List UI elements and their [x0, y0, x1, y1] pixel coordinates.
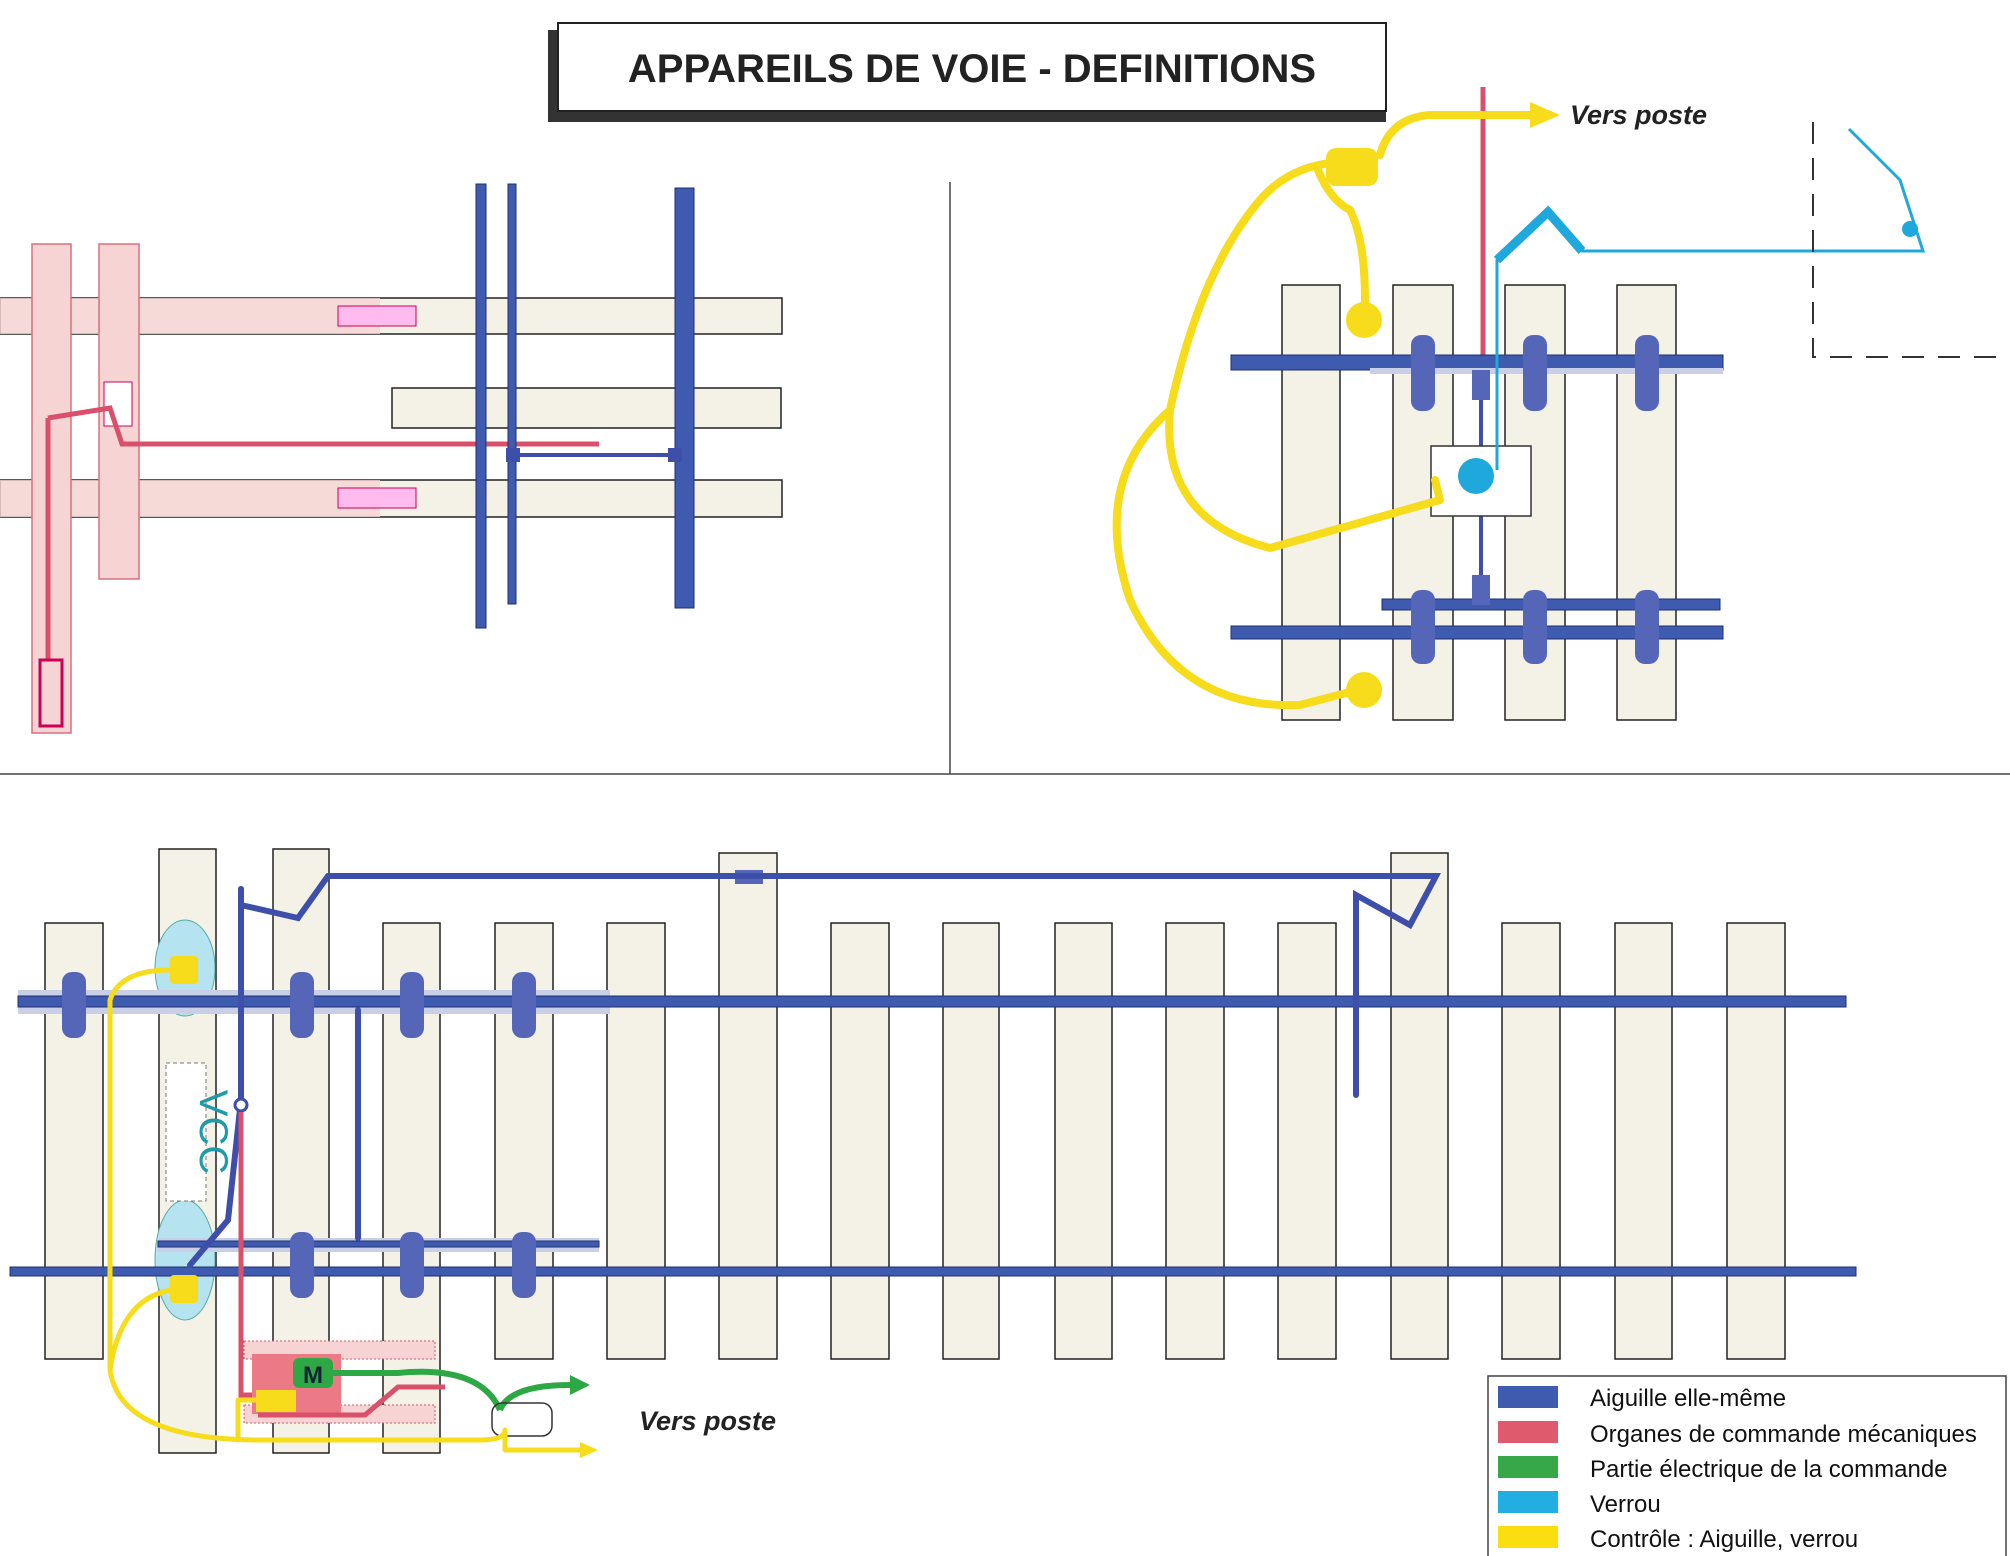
- motor-label: M: [303, 1362, 323, 1389]
- svg-text:Organes de commande mécaniques: Organes de commande mécaniques: [1590, 1421, 1977, 1448]
- vcc-label: VCC: [191, 1090, 235, 1174]
- top-right-lock-diagram: Vers poste: [1112, 87, 2010, 721]
- bottom-switch-diagram: VCC M: [9, 848, 1857, 1458]
- top-left-switch-diagram: [0, 183, 783, 734]
- vers-poste-label-top: Vers poste: [1570, 100, 1707, 130]
- legend-item-controle: Contrôle : Aiguille, verrou: [1498, 1526, 1858, 1553]
- legend-item-verrou: Verrou: [1498, 1491, 1661, 1518]
- svg-text:Aiguille elle-même: Aiguille elle-même: [1590, 1385, 1786, 1412]
- vers-poste-label-bottom: Vers poste: [639, 1406, 776, 1436]
- page-title: APPAREILS DE VOIE - DEFINITIONS: [628, 47, 1316, 91]
- legend-item-partie-electrique: Partie électrique de la commande: [1498, 1456, 1948, 1483]
- legend-item-organes-mecaniques: Organes de commande mécaniques: [1498, 1421, 1977, 1448]
- legend-item-aiguille: Aiguille elle-même: [1498, 1385, 1786, 1412]
- svg-text:Contrôle : Aiguille, verrou: Contrôle : Aiguille, verrou: [1590, 1526, 1858, 1553]
- svg-text:Verrou: Verrou: [1590, 1491, 1661, 1518]
- svg-text:Partie électrique de la comman: Partie électrique de la commande: [1590, 1456, 1948, 1483]
- legend: Aiguille elle-même Organes de commande m…: [1487, 1375, 2007, 1556]
- title-box: APPAREILS DE VOIE - DEFINITIONS: [548, 22, 1387, 122]
